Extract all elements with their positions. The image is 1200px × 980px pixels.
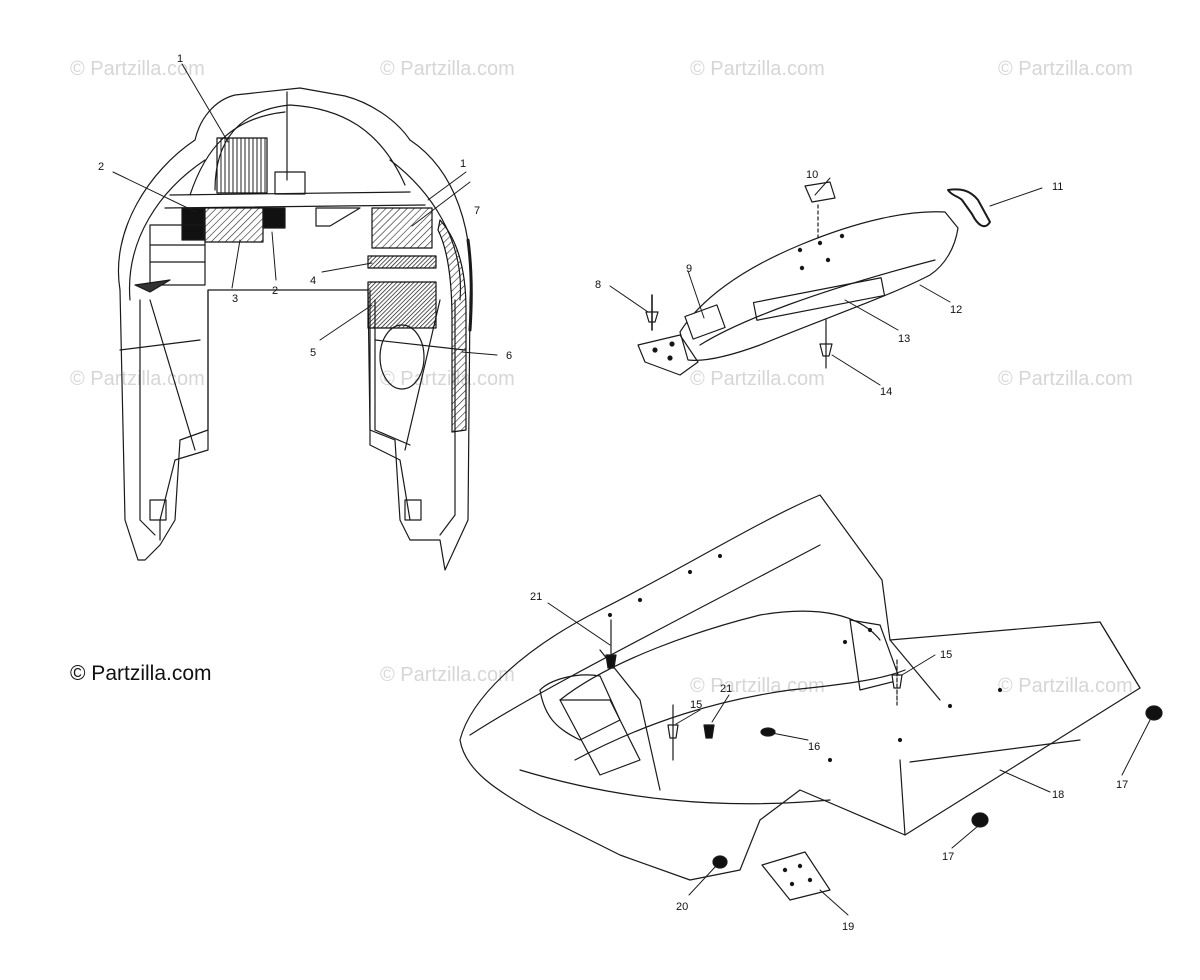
watermark: © Partzilla.com xyxy=(998,58,1133,80)
callout-21: 21 xyxy=(530,591,542,603)
callout-20: 20 xyxy=(676,901,688,913)
watermark: © Partzilla.com xyxy=(690,58,825,80)
watermark: © Partzilla.com xyxy=(70,368,205,390)
watermark: © Partzilla.com xyxy=(380,58,515,80)
copyright-notice: © Partzilla.com xyxy=(70,662,212,685)
watermark: © Partzilla.com xyxy=(70,58,205,80)
callout-15: 15 xyxy=(940,649,952,661)
callout-1: 1 xyxy=(460,158,466,170)
watermark: © Partzilla.com xyxy=(998,675,1133,697)
callout-12: 12 xyxy=(950,304,962,316)
callout-6: 6 xyxy=(506,350,512,362)
watermark: © Partzilla.com xyxy=(690,368,825,390)
callout-9: 9 xyxy=(686,263,692,275)
callout-11: 11 xyxy=(1052,181,1063,193)
callout-13: 13 xyxy=(898,333,910,345)
callout-17: 17 xyxy=(942,851,954,863)
dash-panel-assembly xyxy=(637,181,991,376)
callout-5: 5 xyxy=(310,347,316,359)
callout-16: 16 xyxy=(808,741,820,753)
callout-3: 3 xyxy=(232,293,238,305)
callout-7: 7 xyxy=(474,205,480,217)
callout-21: 21 xyxy=(720,683,732,695)
leader-lines xyxy=(112,63,1151,916)
callout-19: 19 xyxy=(842,921,854,933)
callout-4: 4 xyxy=(310,275,316,287)
watermark: © Partzilla.com xyxy=(998,368,1133,390)
callout-labels: 1 1 2 2 3 4 5 6 7 8 9 10 11 12 13 14 15 … xyxy=(98,53,1128,933)
callout-2: 2 xyxy=(98,161,104,173)
callout-10: 10 xyxy=(806,169,818,181)
watermark: © Partzilla.com xyxy=(690,675,825,697)
belly-pan-assembly xyxy=(459,494,1163,901)
callout-2: 2 xyxy=(272,285,278,297)
callout-14: 14 xyxy=(880,386,892,398)
watermark: © Partzilla.com xyxy=(380,664,515,686)
callout-18: 18 xyxy=(1052,789,1064,801)
callout-17: 17 xyxy=(1116,779,1128,791)
hood-assembly xyxy=(118,87,473,571)
callout-15: 15 xyxy=(690,699,702,711)
callout-1: 1 xyxy=(177,53,183,65)
callout-8: 8 xyxy=(595,279,601,291)
